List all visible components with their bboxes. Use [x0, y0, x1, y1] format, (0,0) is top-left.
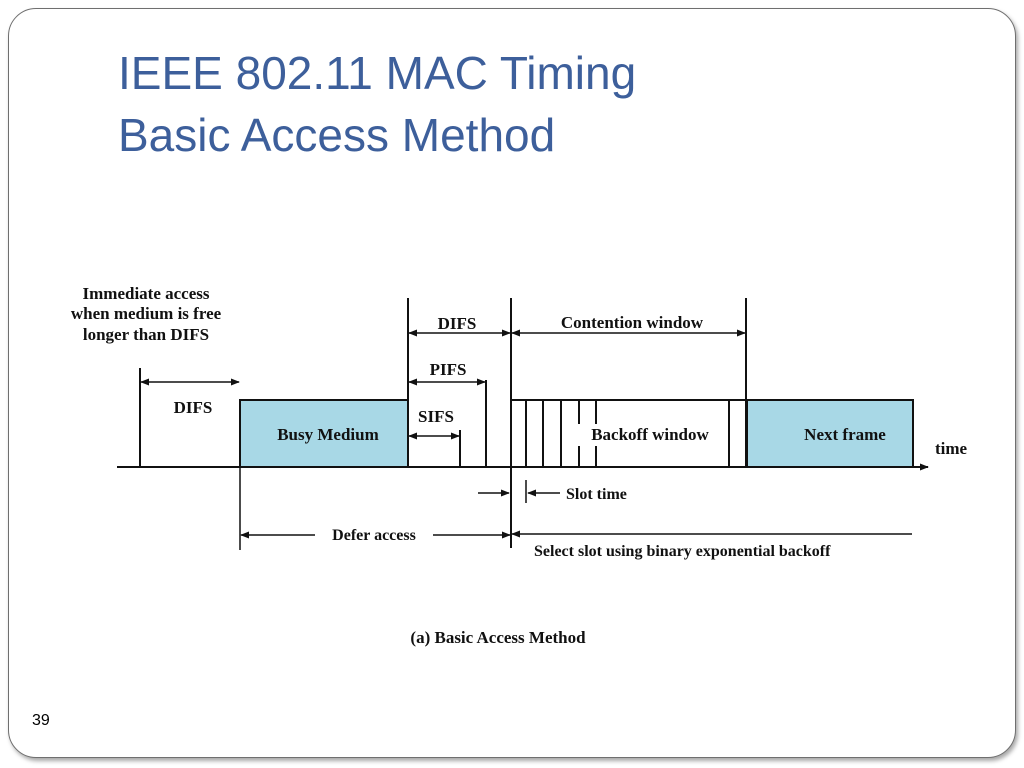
select-slot-label: Select slot using binary exponential bac… — [534, 543, 831, 560]
title-line-2: Basic Access Method — [118, 109, 556, 161]
slide-title: IEEE 802.11 MAC Timing Basic Access Meth… — [118, 42, 636, 166]
busy-medium-label: Busy Medium — [277, 425, 379, 444]
contention-window-label: Contention window — [561, 313, 704, 332]
difs-left-label: DIFS — [174, 398, 213, 417]
slot-time-label: Slot time — [566, 486, 627, 503]
diagram-caption: (a) Basic Access Method — [410, 628, 586, 647]
page-number: 39 — [32, 712, 50, 729]
difs-top-label: DIFS — [438, 314, 477, 333]
defer-access-label: Defer access — [332, 527, 416, 544]
next-frame-box — [746, 399, 914, 468]
immediate-access-line-1: Immediate access — [83, 284, 210, 303]
title-line-1: IEEE 802.11 MAC Timing — [118, 47, 637, 99]
backoff-label-bg — [576, 424, 724, 446]
sifs-label: SIFS — [418, 407, 454, 426]
immediate-access-line-2: when medium is free — [71, 304, 222, 323]
next-frame-label: Next frame — [804, 425, 886, 444]
time-label: time — [935, 439, 968, 458]
pifs-label: PIFS — [430, 360, 467, 379]
immediate-access-line-3: longer than DIFS — [83, 325, 209, 344]
backoff-window-label: Backoff window — [591, 425, 709, 444]
